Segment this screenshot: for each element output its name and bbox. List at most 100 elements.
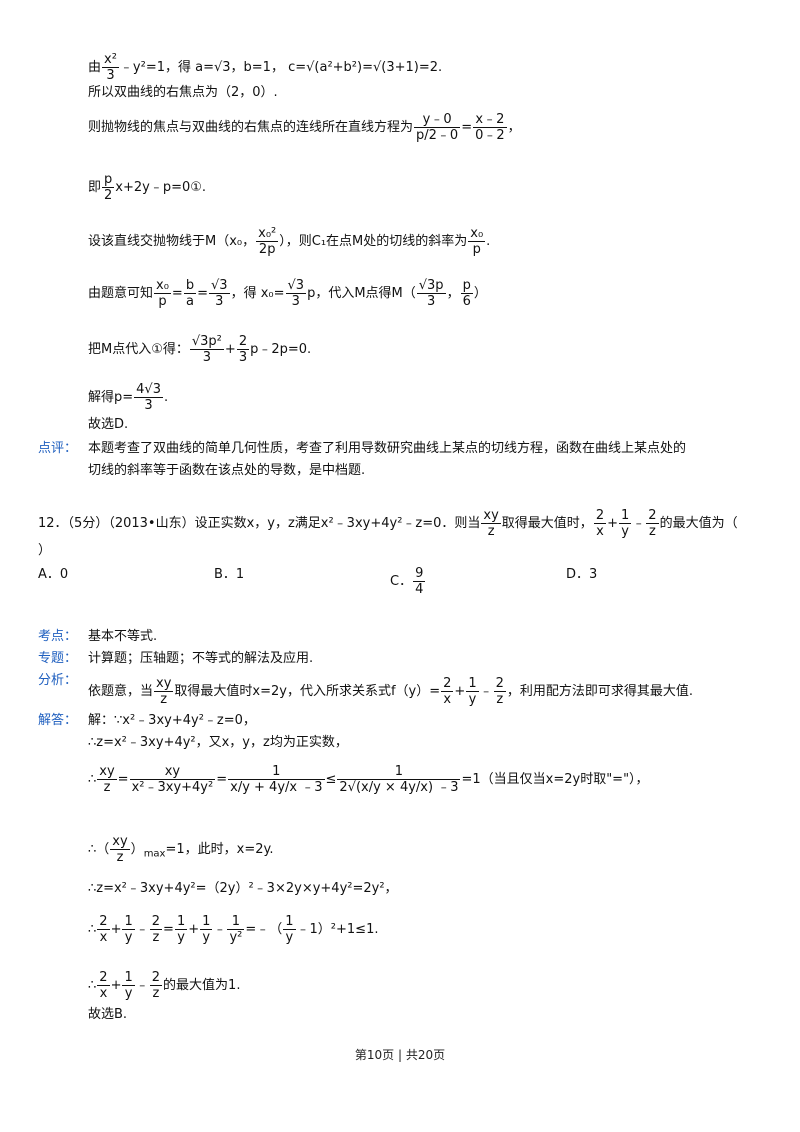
option-a: A．0: [38, 567, 69, 582]
denominator: 2√(x/y × 4y/x) ﹣3: [339, 780, 459, 795]
text: =1（当且仅当x=2y时取"="），: [461, 772, 649, 787]
denominator: y: [621, 524, 629, 539]
denominator: z: [152, 930, 160, 945]
text: 则抛物线的焦点与双曲线的右焦点的连线所在直线方程为: [88, 120, 414, 135]
text: =: [171, 286, 183, 301]
denominator: 3: [291, 294, 300, 309]
text: ∴: [88, 922, 97, 937]
text: .: [163, 390, 169, 405]
denominator: y: [124, 930, 133, 945]
kaodian-label: 考点：: [38, 629, 78, 644]
numerator: x₀: [154, 278, 171, 294]
numerator: b: [183, 278, 197, 294]
text: 设该直线交抛物线于M（x₀，: [88, 234, 256, 249]
denominator: z: [649, 524, 656, 539]
denominator: y: [202, 930, 211, 945]
question-12-stem-end: ）: [38, 543, 52, 558]
text: 取得最大值时，: [501, 516, 593, 531]
denominator: 3: [215, 294, 224, 309]
denominator: 2: [104, 188, 113, 203]
comment-line-1: 本题考查了双曲线的简单几何性质，考查了利用导数研究曲线上某点的切线方程，函数在曲…: [88, 441, 687, 456]
text: ，: [507, 120, 521, 135]
question-12-stem: 12．（5分）（2013•山东）设正实数x，y，z满足x²﹣3xy+4y²﹣z=…: [38, 508, 738, 539]
text: ）: [473, 286, 487, 301]
numerator: 2: [149, 914, 163, 930]
denominator: y: [468, 692, 477, 707]
text: 由题意可知: [88, 286, 154, 301]
option-d: D．3: [566, 567, 598, 582]
text: 由: [88, 60, 102, 75]
jieda-label: 解答：: [38, 713, 78, 728]
text: ﹣: [479, 684, 493, 699]
numerator: √3: [209, 278, 230, 294]
denominator: x: [99, 930, 108, 945]
text: +: [188, 922, 200, 937]
denominator: z: [487, 524, 495, 539]
numerator: 2: [97, 970, 110, 986]
text: 12．（5分）（2013•山东）设正实数x，y，z满足x²﹣3xy+4y²﹣z=…: [38, 516, 481, 531]
numerator: x₀²: [256, 226, 279, 242]
numerator: √3: [285, 278, 307, 294]
numerator: 1: [228, 764, 325, 780]
numerator: √3p²: [189, 334, 224, 350]
denominator: x: [99, 986, 108, 1001]
denominator: y: [285, 930, 294, 945]
numerator: xy: [129, 764, 216, 780]
kaodian-text: 基本不等式.: [88, 629, 158, 644]
subscript: max: [143, 848, 166, 860]
numerator: √3p: [416, 278, 446, 294]
text: 取得最大值时x=2y，代入所求关系式f（y）=: [174, 684, 441, 699]
numerator: 1: [200, 914, 213, 930]
option-b: B．1: [214, 567, 245, 582]
text: ﹣: [213, 922, 227, 937]
denominator: p: [158, 294, 167, 309]
denominator: p/2﹣0: [416, 128, 459, 143]
numerator: 2: [149, 970, 163, 986]
text: ∴: [88, 978, 97, 993]
text: x+2y﹣p=0①.: [115, 180, 207, 195]
text: ∴（: [88, 842, 110, 857]
numerator: 1: [337, 764, 461, 780]
numerator: xy: [110, 834, 130, 850]
text: p﹣2p=0.: [250, 342, 312, 357]
denominator: x/y + 4y/x ﹣3: [230, 780, 323, 795]
denominator: 3: [202, 350, 212, 365]
text: ）: [130, 842, 144, 857]
text: ，: [446, 286, 460, 301]
text: =: [461, 120, 473, 135]
numerator: 1: [466, 676, 479, 692]
numerator: 2: [236, 334, 250, 350]
text: .: [486, 234, 491, 249]
text: ﹣: [632, 516, 646, 531]
text: =: [163, 922, 174, 937]
denominator: z: [152, 986, 160, 1001]
text: 的最大值为（: [659, 516, 738, 531]
fenxi-label: 分析：: [38, 673, 78, 688]
denominator: y: [177, 930, 185, 945]
numerator: p: [102, 172, 115, 188]
